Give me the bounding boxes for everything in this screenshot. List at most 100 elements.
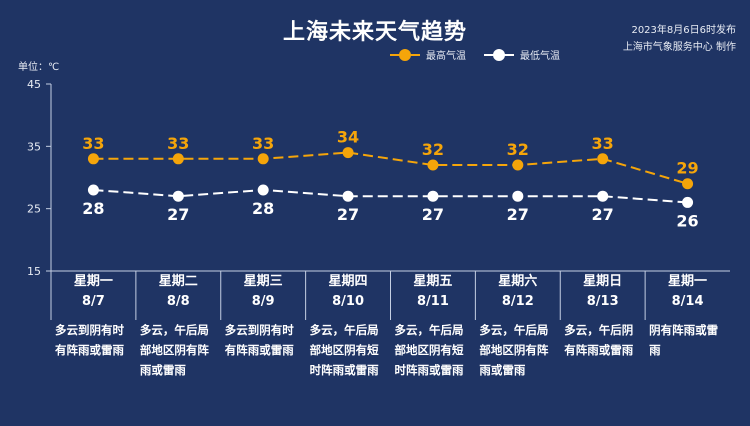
weather-line: 多云，午后局 xyxy=(139,323,209,337)
data-label-min: 26 xyxy=(676,211,698,230)
series-line-min xyxy=(93,188,688,204)
weekday-label: 星期六 xyxy=(498,274,538,289)
data-point-min xyxy=(342,190,354,202)
y-axis-unit: 单位：℃ xyxy=(18,62,60,73)
date-label: 8/11 xyxy=(416,294,449,309)
weekday-label: 星期五 xyxy=(413,274,453,289)
day-header: 星期三 8/9 xyxy=(221,272,306,312)
data-label-max: 33 xyxy=(592,134,614,153)
data-label-max: 32 xyxy=(507,140,529,159)
legend: 最高气温 最低气温 xyxy=(390,47,578,62)
date-label: 8/7 xyxy=(82,294,105,309)
legend-swatch-min xyxy=(484,48,514,61)
data-point-min xyxy=(597,190,609,202)
data-label-min: 27 xyxy=(167,205,189,224)
data-point-max xyxy=(342,147,354,159)
weather-line: 多云到阴有时 xyxy=(224,323,294,337)
weekday-label: 星期一 xyxy=(73,274,113,289)
weather-description: 多云到阴有时有阵雨或雷雨 xyxy=(51,320,136,360)
legend-swatch-max xyxy=(390,48,420,61)
data-label-min: 27 xyxy=(337,205,359,224)
weather-description: 多云到阴有时有阵雨或雷雨 xyxy=(221,320,306,360)
data-point-max xyxy=(87,153,99,165)
data-label-min: 28 xyxy=(252,199,274,218)
data-label-max: 33 xyxy=(252,134,274,153)
data-point-min xyxy=(682,196,694,208)
data-point-min xyxy=(512,190,524,202)
weather-line: 有阵雨或雷雨 xyxy=(224,343,294,357)
day-header: 星期日 8/13 xyxy=(560,272,645,312)
weather-line: 有阵雨或雷雨 xyxy=(564,343,634,357)
data-point-max xyxy=(597,153,609,165)
date-label: 8/14 xyxy=(671,294,704,309)
legend-item-min: 最低气温 xyxy=(484,47,560,62)
weekday-label: 星期日 xyxy=(583,274,623,289)
date-label: 8/9 xyxy=(251,294,275,309)
data-label-max: 34 xyxy=(337,128,359,147)
data-label-max: 33 xyxy=(82,134,104,153)
publish-source: 上海市气象服务中心 制作 xyxy=(622,42,736,53)
weather-description: 多云，午后局部地区阴有阵雨或雷雨 xyxy=(136,320,221,380)
y-tick-label: 45 xyxy=(27,78,41,91)
data-label-min: 27 xyxy=(422,205,444,224)
weather-line: 雨 xyxy=(649,343,661,357)
weather-line: 部地区阴有阵 xyxy=(479,343,549,357)
date-label: 8/13 xyxy=(586,294,619,309)
day-header: 星期五 8/11 xyxy=(391,272,476,312)
date-label: 8/12 xyxy=(501,294,534,309)
weather-line: 雨或雷雨 xyxy=(479,363,526,377)
weekday-label: 星期三 xyxy=(243,274,283,289)
day-header: 星期一 8/7 xyxy=(51,272,136,312)
weather-description: 多云，午后局部地区阴有短时阵雨或雷雨 xyxy=(306,320,391,380)
data-point-max xyxy=(257,153,269,165)
day-header: 星期二 8/8 xyxy=(136,272,221,312)
data-label-max: 33 xyxy=(167,134,189,153)
weather-line: 多云，午后局 xyxy=(309,323,379,337)
day-header: 星期六 8/12 xyxy=(475,272,560,312)
weather-line: 多云到阴有时 xyxy=(55,323,124,337)
data-point-min xyxy=(257,184,269,196)
weather-line: 时阵雨或雷雨 xyxy=(394,363,464,377)
weather-line: 部地区阴有短 xyxy=(394,343,464,357)
data-label-max: 32 xyxy=(422,140,444,159)
data-point-max xyxy=(427,159,439,171)
data-point-min xyxy=(427,190,439,202)
y-tick-label: 15 xyxy=(27,265,41,278)
data-point-max xyxy=(172,153,184,165)
weather-line: 多云，午后阴 xyxy=(564,323,634,337)
data-label-max: 29 xyxy=(676,159,698,178)
weather-line: 部地区阴有阵 xyxy=(139,343,209,357)
weather-description: 多云，午后局部地区阴有短时阵雨或雷雨 xyxy=(391,320,476,380)
weekday-label: 星期一 xyxy=(668,274,708,289)
weather-line: 多云，午后局 xyxy=(479,323,549,337)
data-label-min: 27 xyxy=(592,205,614,224)
y-tick-label: 25 xyxy=(27,203,41,216)
data-point-min xyxy=(87,184,99,196)
day-header: 星期一 8/14 xyxy=(645,272,730,312)
series-line-max xyxy=(93,151,688,185)
data-point-max xyxy=(512,159,524,171)
data-label-min: 27 xyxy=(507,205,529,224)
legend-label-min: 最低气温 xyxy=(520,51,560,62)
weather-line: 多云，午后局 xyxy=(394,323,464,337)
chart-title: 上海未来天气趋势 xyxy=(282,20,467,45)
legend-label-max: 最高气温 xyxy=(426,51,466,62)
data-point-max xyxy=(682,178,694,190)
weather-description: 多云，午后局部地区阴有阵雨或雷雨 xyxy=(475,320,560,380)
data-label-min: 28 xyxy=(82,199,104,218)
data-point-min xyxy=(172,190,184,202)
weather-line: 雨或雷雨 xyxy=(139,363,186,377)
weekday-label: 星期二 xyxy=(158,274,198,289)
weather-line: 时阵雨或雷雨 xyxy=(309,363,379,377)
weather-line: 部地区阴有短 xyxy=(309,343,379,357)
weather-description: 多云，午后阴有阵雨或雷雨 xyxy=(560,320,645,360)
publish-date: 2023年8月6日6时发布 xyxy=(631,25,736,36)
weather-line: 有阵雨或雷雨 xyxy=(55,343,124,357)
weather-description: 阴有阵雨或雷雨 xyxy=(645,320,730,360)
weather-line: 阴有阵雨或雷 xyxy=(649,323,719,337)
weekday-label: 星期四 xyxy=(328,274,368,289)
date-label: 8/8 xyxy=(166,294,190,309)
y-tick-label: 35 xyxy=(27,140,41,153)
